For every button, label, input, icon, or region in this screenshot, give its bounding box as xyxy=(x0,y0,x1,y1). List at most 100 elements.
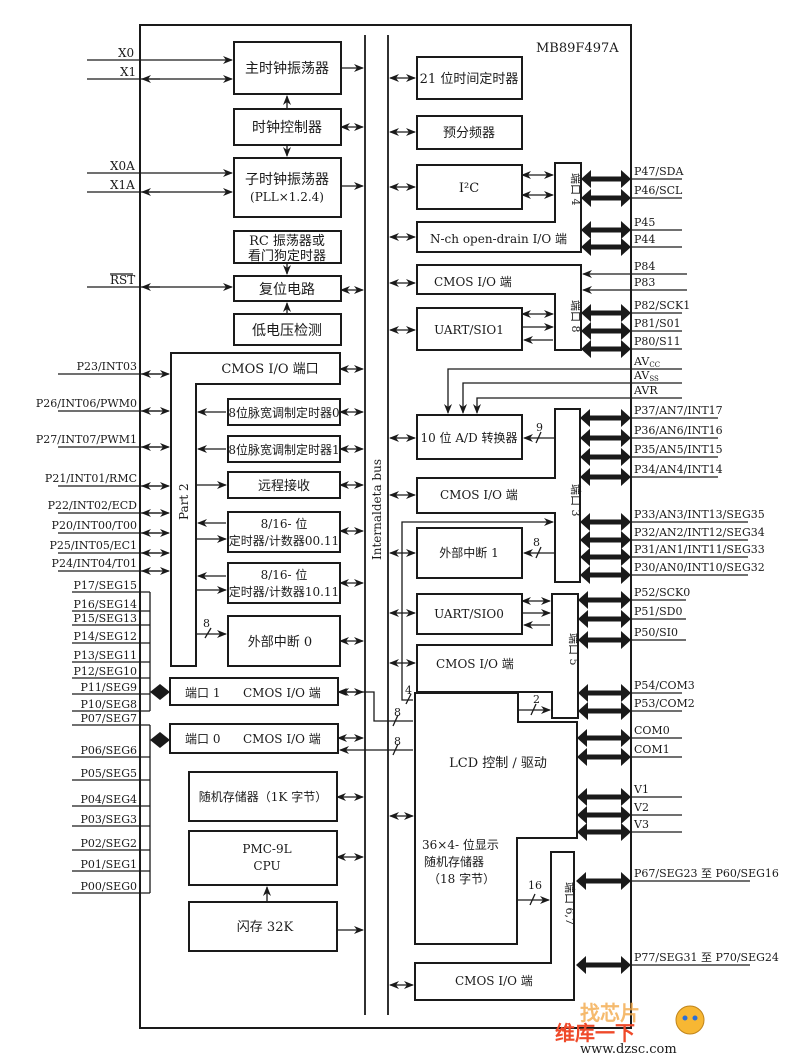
bidirectional-port-arrow xyxy=(581,170,631,188)
bidirectional-port-arrow xyxy=(150,732,170,748)
pin-label: P17/SEG15 xyxy=(74,579,137,592)
pin-x0: X0 xyxy=(118,46,134,60)
pwm-timer0-block: 8位脉宽调制定时器0 xyxy=(227,398,341,426)
svg-text:CMOS I/O 端: CMOS I/O 端 xyxy=(440,488,518,502)
port1-block: 端口 1 CMOS I/O 端 xyxy=(169,677,339,706)
pin-label: P35/AN5/INT15 xyxy=(634,443,723,456)
pin-label: P03/SEG3 xyxy=(81,813,137,826)
internal-bus-label: Internaldeta bus xyxy=(370,459,384,560)
bidirectional-port-arrow xyxy=(577,748,631,766)
uart-sio1-block: UART/SIO1 xyxy=(416,307,523,351)
svg-text:CMOS I/O 端: CMOS I/O 端 xyxy=(434,275,512,289)
pin-label: P44 xyxy=(634,233,655,246)
low-voltage-detect-block: 低电压检测 xyxy=(233,313,342,346)
pin-label: P37/AN7/INT17 xyxy=(634,404,723,417)
bidirectional-port-arrow xyxy=(577,788,631,806)
bidirectional-port-arrow xyxy=(580,513,631,531)
pin-label: P11/SEG9 xyxy=(81,681,137,694)
port0-block: 端口 0 CMOS I/O 端 xyxy=(169,723,339,754)
cpu-block: PMC-9L CPU xyxy=(188,830,338,886)
svg-text:CMOS I/O 端: CMOS I/O 端 xyxy=(243,686,321,700)
reset-circuit-block: 复位电路 xyxy=(233,275,342,302)
timer-counter1-block: 8/16- 位 定时器/计数器10.11 xyxy=(227,562,341,604)
svg-text:端口 8: 端口 8 xyxy=(569,300,582,333)
pin-label: P06/SEG6 xyxy=(81,744,137,757)
bidirectional-port-arrow xyxy=(581,322,631,340)
pin-label: P26/INT06/PWM0 xyxy=(36,397,137,410)
pin-label: P20/INT00/T00 xyxy=(52,519,137,532)
port4-block: N-ch open-drain I/O 端 端口 4 xyxy=(416,162,582,253)
adc-width-label: 9 xyxy=(536,421,543,434)
pin-label-avr: AVR xyxy=(633,384,658,397)
bus-links-left: 8 xyxy=(196,64,364,934)
svg-text:端口 5: 端口 5 xyxy=(567,633,580,666)
svg-text:RC 振荡器或: RC 振荡器或 xyxy=(249,234,325,249)
pin-label-avcc: AVCC xyxy=(633,355,660,369)
pin-x1: X1 xyxy=(120,65,136,79)
port0-width-label: 8 xyxy=(394,735,401,748)
main-oscillator-block: 主时钟振荡器 xyxy=(233,41,342,95)
svg-text:看门狗定时器: 看门狗定时器 xyxy=(248,248,326,264)
pin-label: P04/SEG4 xyxy=(81,793,137,806)
pin-label: COM0 xyxy=(634,724,670,737)
lcd-port5-width-label: 2 xyxy=(533,693,540,706)
svg-text:时钟控制器: 时钟控制器 xyxy=(252,119,322,136)
pin-label: P22/INT02/ECD xyxy=(48,499,138,512)
bidirectional-port-arrow xyxy=(581,238,631,256)
bidirectional-port-arrow xyxy=(578,702,631,720)
svg-text:8/16- 位: 8/16- 位 xyxy=(261,516,308,531)
svg-text:I²C: I²C xyxy=(459,181,479,196)
svg-text:端口 3: 端口 3 xyxy=(569,484,582,517)
lcd-bus-width-label: 4 xyxy=(405,684,412,697)
pin-label: P46/SCL xyxy=(634,184,683,197)
bidirectional-port-arrow xyxy=(580,531,631,549)
bidirectional-port-arrow xyxy=(580,468,631,486)
pin-label: P84 xyxy=(634,260,655,273)
pin-label: P00/SEG0 xyxy=(81,880,137,893)
flash-block: 闪存 32K xyxy=(188,901,338,952)
bidirectional-port-arrow xyxy=(581,221,631,239)
sub-oscillator-block: 子时钟振荡器 (PLL×1.2.4) xyxy=(233,157,342,218)
bidirectional-port-arrow xyxy=(577,729,631,747)
ram-block: 随机存储器（1K 字节） xyxy=(188,771,338,822)
extint1-width-label: 8 xyxy=(533,536,540,549)
pin-label: P10/SEG8 xyxy=(81,698,137,711)
svg-text:UART/SIO1: UART/SIO1 xyxy=(434,323,504,337)
svg-text:子时钟振荡器: 子时钟振荡器 xyxy=(245,171,329,188)
svg-text:CMOS I/O 端: CMOS I/O 端 xyxy=(436,657,514,671)
svg-text:端口 0: 端口 0 xyxy=(185,732,220,746)
svg-text:LCD 控制 / 驱动: LCD 控制 / 驱动 xyxy=(449,756,547,771)
svg-text:8位脉宽调制定时器0: 8位脉宽调制定时器0 xyxy=(228,405,339,420)
svg-text:www.dzsc.com: www.dzsc.com xyxy=(580,1042,677,1056)
svg-text:预分频器: 预分频器 xyxy=(443,126,495,141)
lcd-port67-width-label: 16 xyxy=(528,879,542,892)
pin-label: P31/AN1/INT11/SEG33 xyxy=(634,543,765,556)
svg-text:定时器/计数器00.11: 定时器/计数器00.11 xyxy=(229,533,339,548)
bidirectional-port-arrow xyxy=(580,409,631,427)
pwm-timer1-block: 8位脉宽调制定时器1 xyxy=(227,435,341,463)
bidirectional-port-arrow xyxy=(150,684,170,700)
bidirectional-port-arrow xyxy=(581,304,631,322)
port3-block: CMOS I/O 端 端口 3 xyxy=(416,408,582,583)
pin-label: P81/S01 xyxy=(634,317,681,330)
svg-text:闪存 32K: 闪存 32K xyxy=(237,920,294,935)
svg-text:随机存储器（1K 字节）: 随机存储器（1K 字节） xyxy=(199,789,327,804)
svg-text:随机存储器: 随机存储器 xyxy=(424,854,484,869)
bidirectional-port-arrow xyxy=(578,631,631,649)
pin-label: P16/SEG14 xyxy=(74,598,137,611)
svg-text:8位脉宽调制定时器1: 8位脉宽调制定时器1 xyxy=(228,442,339,457)
lcd-controller-block: LCD 控制 / 驱动 36×4- 位显示 随机存储器 （18 字节） xyxy=(414,692,578,945)
pin-label: P05/SEG5 xyxy=(81,767,137,780)
external-interrupt1-block: 外部中断 1 xyxy=(416,527,523,579)
pin-rst: RST xyxy=(110,273,135,287)
pin-label: P82/SCK1 xyxy=(634,299,690,312)
svg-text:远程接收: 远程接收 xyxy=(258,478,310,494)
svg-text:找芯片: 找芯片 xyxy=(580,1001,640,1025)
svg-text:维库一下: 维库一下 xyxy=(555,1021,635,1045)
bus-links-right: 9 8 2 16 4 8 8 xyxy=(339,74,630,989)
pin-label: P21/INT01/RMC xyxy=(45,472,137,485)
bidirectional-port-arrow xyxy=(581,189,631,207)
pin-label: P67/SEG23 至 P60/SEG16 xyxy=(634,867,779,880)
pin-label: P07/SEG7 xyxy=(81,712,137,725)
